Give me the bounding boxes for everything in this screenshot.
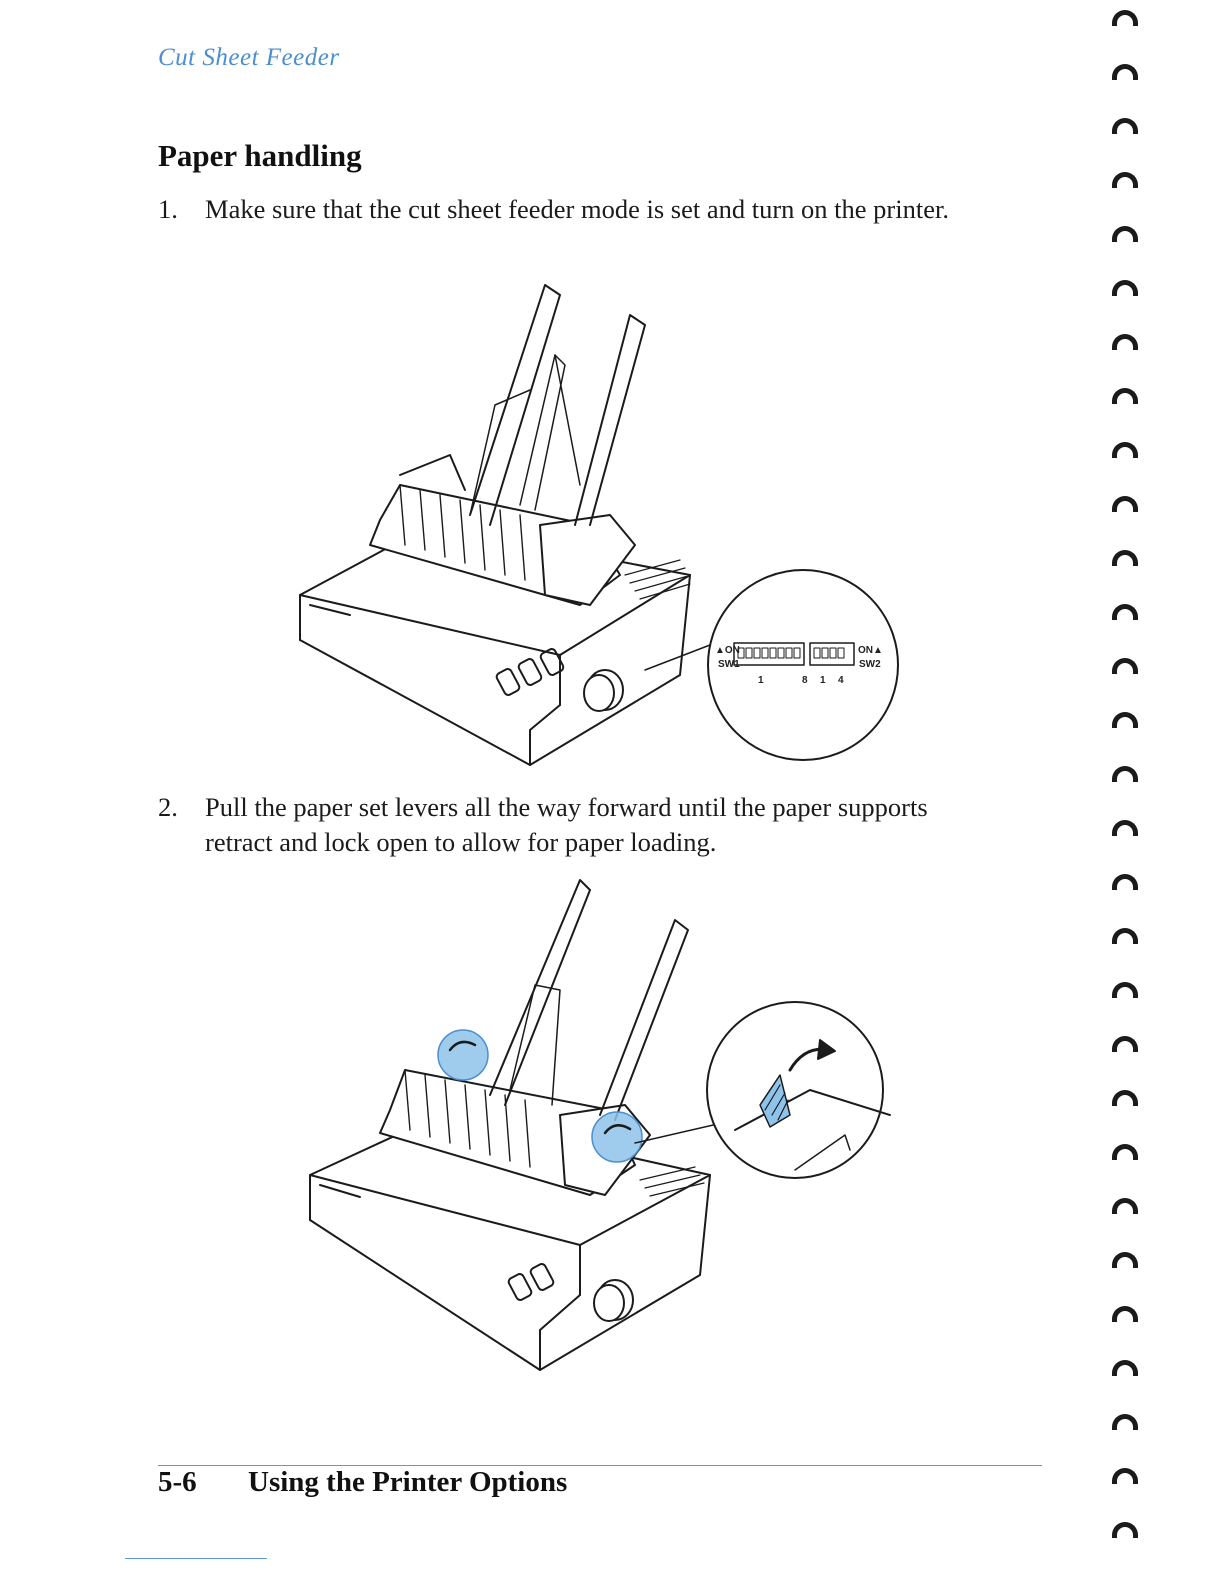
- binding-ring-icon: [1112, 10, 1138, 26]
- bottom-rule: [125, 1558, 267, 1559]
- binding-ring-icon: [1112, 982, 1138, 998]
- step-number: 2.: [158, 790, 202, 825]
- binding-ring-icon: [1112, 1036, 1138, 1052]
- dip-number-4: 4: [838, 675, 844, 686]
- binding-ring-icon: [1112, 172, 1138, 188]
- running-head: Cut Sheet Feeder: [158, 44, 340, 72]
- binding-ring-icon: [1112, 604, 1138, 620]
- section-title: Paper handling: [158, 138, 362, 174]
- binding-ring-icon: [1112, 64, 1138, 80]
- binding-ring-icon: [1112, 766, 1138, 782]
- step-2: 2. Pull the paper set levers all the way…: [158, 790, 998, 860]
- paper-set-lever-illustration: [290, 875, 910, 1385]
- page-number: 5-6: [158, 1466, 248, 1499]
- step-1: 1. Make sure that the cut sheet feeder m…: [158, 192, 998, 227]
- binding-ring-icon: [1112, 1198, 1138, 1214]
- binding-ring-icon: [1112, 1360, 1138, 1376]
- binding-ring-icon: [1112, 1090, 1138, 1106]
- binding-ring-icon: [1112, 928, 1138, 944]
- binding-ring-icon: [1112, 442, 1138, 458]
- spiral-binding: [1108, 0, 1148, 1584]
- binding-ring-icon: [1112, 1522, 1138, 1538]
- binding-ring-icon: [1112, 226, 1138, 242]
- binding-ring-icon: [1112, 1252, 1138, 1268]
- binding-ring-icon: [1112, 1306, 1138, 1322]
- step-text: Make sure that the cut sheet feeder mode…: [205, 192, 998, 227]
- binding-ring-icon: [1112, 658, 1138, 674]
- dip-number-8: 8: [802, 675, 808, 686]
- step-number: 1.: [158, 192, 202, 227]
- binding-ring-icon: [1112, 1144, 1138, 1160]
- printer-dip-switch-illustration: ▲ON SW1 ON▲ SW2 1 8 1 4: [290, 275, 910, 775]
- chapter-title: Using the Printer Options: [248, 1466, 567, 1498]
- binding-ring-icon: [1112, 550, 1138, 566]
- binding-ring-icon: [1112, 820, 1138, 836]
- binding-ring-icon: [1112, 712, 1138, 728]
- binding-ring-icon: [1112, 874, 1138, 890]
- dip-number-1: 1: [758, 675, 764, 686]
- binding-ring-icon: [1112, 280, 1138, 296]
- dip-on-right: ON▲: [858, 645, 883, 656]
- binding-ring-icon: [1112, 496, 1138, 512]
- binding-ring-icon: [1112, 334, 1138, 350]
- dip-on-left: ▲ON: [715, 645, 740, 656]
- step-text: Pull the paper set levers all the way fo…: [205, 790, 998, 860]
- dip-number-1b: 1: [820, 675, 826, 686]
- binding-ring-icon: [1112, 1468, 1138, 1484]
- dip-sw1-label: SW1: [718, 659, 740, 670]
- dip-sw2-label: SW2: [859, 659, 881, 670]
- binding-ring-icon: [1112, 1414, 1138, 1430]
- binding-ring-icon: [1112, 388, 1138, 404]
- binding-ring-icon: [1112, 118, 1138, 134]
